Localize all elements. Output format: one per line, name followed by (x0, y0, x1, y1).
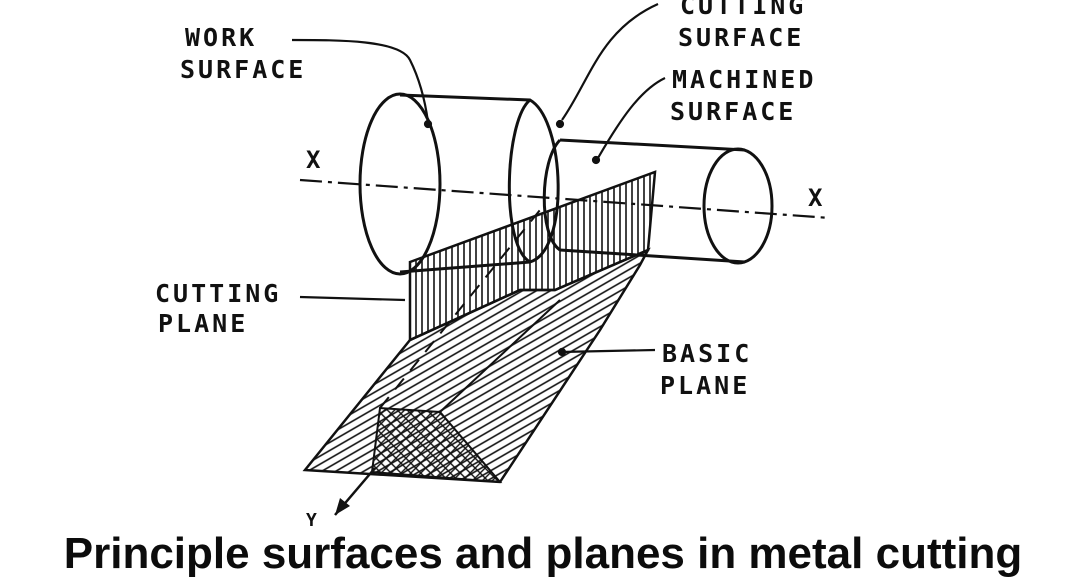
figure-caption: Principle surfaces and planes in metal c… (63, 529, 1023, 578)
label-x-right: X (808, 184, 823, 212)
label-cutting-surface-line1: CUTTING (680, 0, 806, 20)
leader-lines (291, 2, 666, 357)
label-work-surface-line1: WORK (185, 23, 257, 52)
label-y: Y (306, 510, 317, 531)
label-basic-plane-line1: BASIC (662, 339, 752, 368)
x-axis-line (299, 178, 831, 220)
label-work-surface-line2: SURFACE (180, 55, 306, 84)
basic-plane-tool (302, 209, 651, 484)
label-machined-surface-line2: SURFACE (670, 97, 796, 126)
label-machined-surface-line1: MACHINED (672, 65, 816, 94)
label-cutting-plane-line2: PLANE (158, 309, 248, 338)
label-basic-plane-line2: PLANE (660, 371, 750, 400)
label-x-left: X (306, 146, 321, 174)
label-cutting-plane-line1: CUTTING (155, 279, 281, 308)
label-cutting-surface-line2: SURFACE (678, 23, 804, 52)
y-axis-arrow (334, 467, 376, 516)
